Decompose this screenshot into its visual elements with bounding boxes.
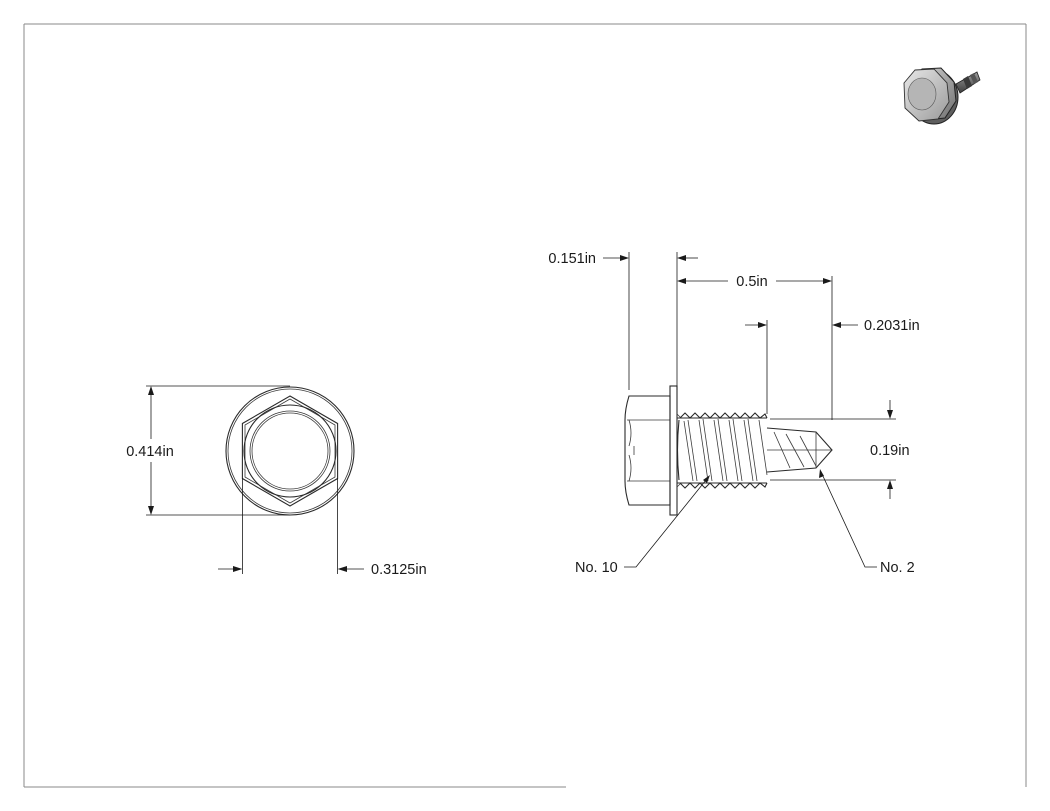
thread-diameter-dimension <box>770 400 896 499</box>
drill-point-size-leader <box>819 469 877 568</box>
head-height-label: 0.151in <box>548 251 596 267</box>
screw-side-view <box>624 385 833 516</box>
thread-diameter-label: 0.19in <box>870 443 910 459</box>
sheet-border <box>23 23 1027 788</box>
drill-point-size-callout: No. 2 <box>880 560 915 576</box>
head-height-dimension <box>603 252 698 390</box>
drill-point-length-dimension <box>745 320 858 414</box>
hex-across-flats-dimension <box>218 478 364 574</box>
length-label: 0.5in <box>736 274 767 290</box>
hex-across-flats-label: 0.3125in <box>371 562 427 578</box>
head-end-view <box>225 386 355 516</box>
length-dimension <box>677 276 833 420</box>
isometric-screw-thumbnail <box>903 67 981 125</box>
flange-diameter-label: 0.414in <box>126 444 174 460</box>
thread-size-leader <box>624 475 710 568</box>
thread-size-callout: No. 10 <box>575 560 618 576</box>
drill-point-length-label: 0.2031in <box>864 318 920 334</box>
flange-diameter-dimension <box>146 385 290 516</box>
